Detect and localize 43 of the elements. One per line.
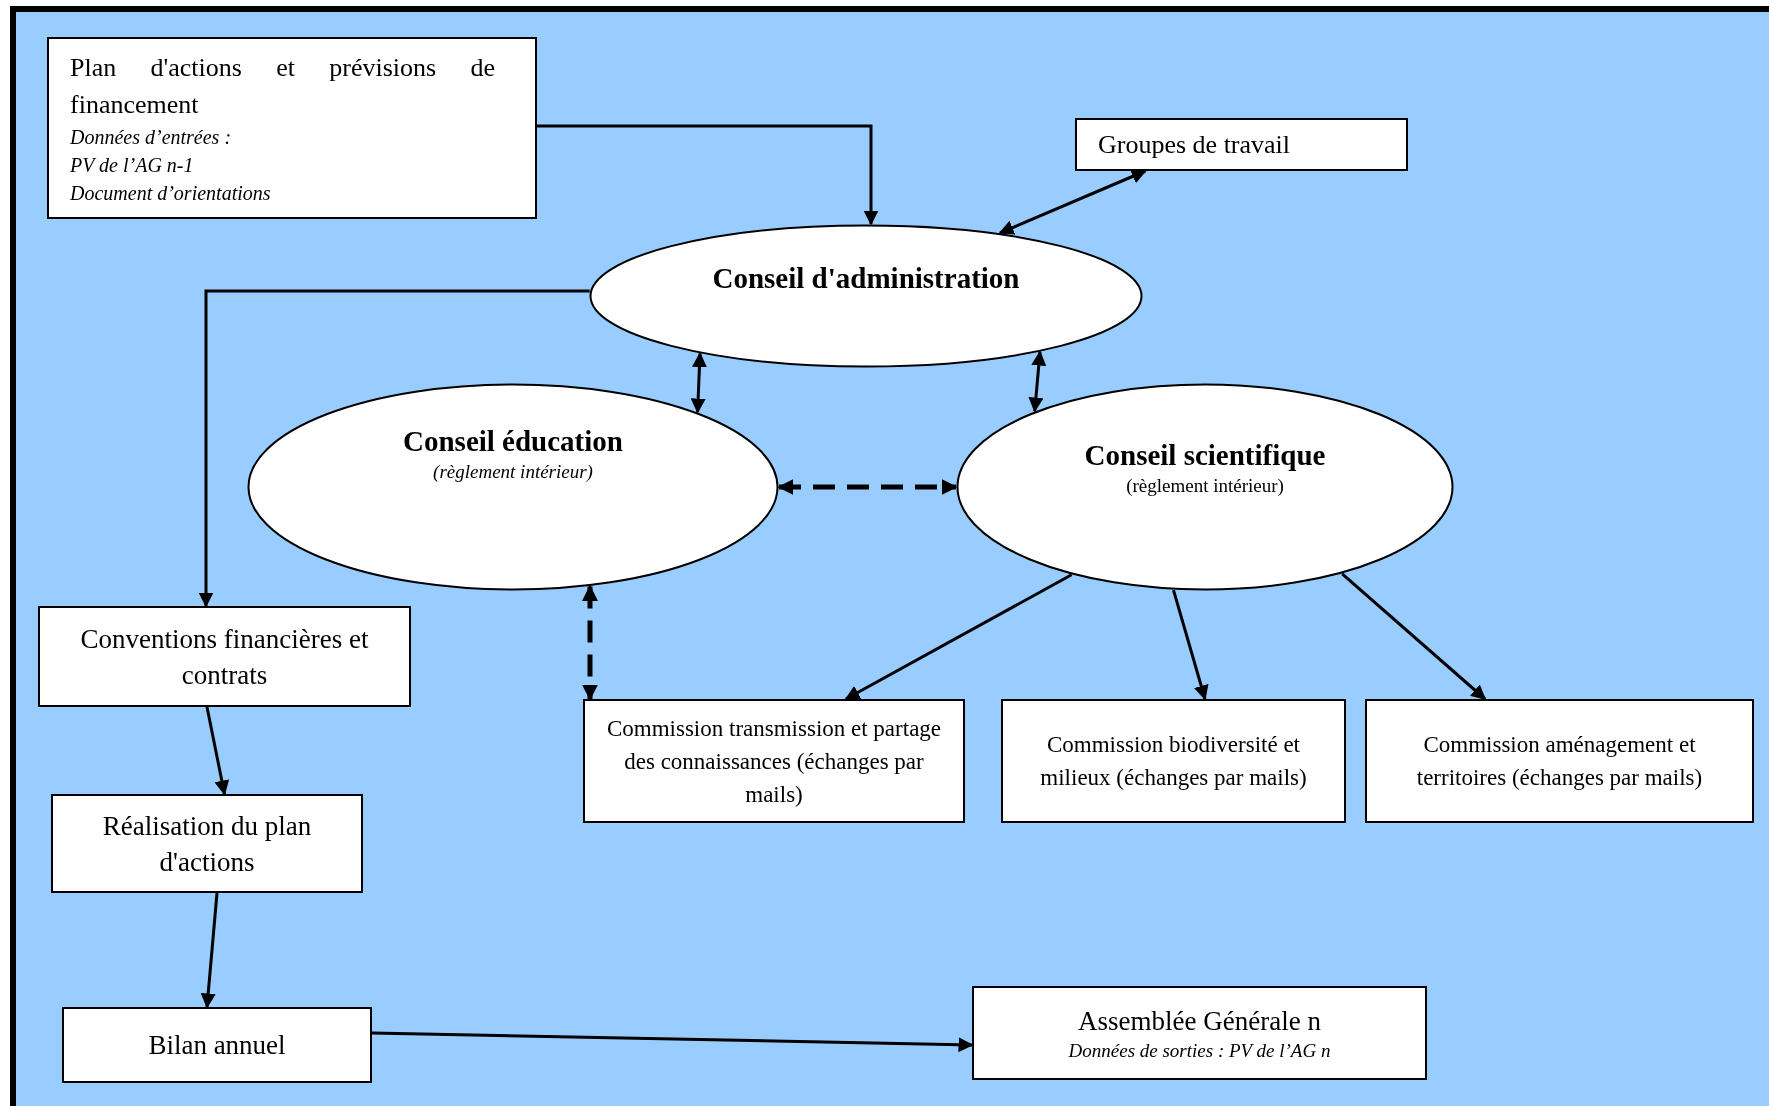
process-box bbox=[1075, 118, 1408, 171]
process-box bbox=[1001, 699, 1346, 823]
ellipse-node bbox=[956, 383, 1454, 591]
box-title: Assemblée Générale n bbox=[1078, 1005, 1321, 1038]
arrow bbox=[690, 352, 707, 414]
process-box bbox=[62, 1007, 372, 1083]
arrow bbox=[537, 124, 879, 226]
box-title: Commission aménagement et territoires (échanges par mails) bbox=[1415, 731, 1704, 792]
arrow bbox=[205, 706, 230, 796]
process-box bbox=[51, 794, 363, 893]
process-box bbox=[1365, 699, 1754, 823]
ellipse-subtitle: (règlement intérieur) bbox=[433, 460, 593, 484]
ellipse-node bbox=[247, 383, 779, 591]
box-title: Réalisation du plan d'actions bbox=[101, 809, 313, 879]
ellipse-title: Conseil scientifique bbox=[1084, 438, 1326, 473]
arrow bbox=[371, 1031, 974, 1053]
ellipse-node bbox=[589, 224, 1143, 368]
input-note: Données d’entrées : bbox=[70, 125, 232, 150]
arrow bbox=[1341, 572, 1487, 701]
arrow bbox=[200, 892, 219, 1009]
process-box bbox=[972, 986, 1427, 1080]
ellipse-title: Conseil d'administration bbox=[712, 261, 1020, 296]
box-title: Bilan annuel bbox=[148, 1029, 286, 1062]
ellipse-subtitle: (règlement intérieur) bbox=[1126, 474, 1284, 498]
input-note: PV de l’AG n-1 bbox=[70, 153, 194, 178]
arrow bbox=[198, 289, 590, 608]
output-note: Données de sorties : PV de l’AG n bbox=[1068, 1039, 1331, 1063]
process-box bbox=[583, 699, 965, 823]
arrow bbox=[844, 573, 1073, 701]
dashed-arrow bbox=[777, 479, 958, 495]
process-box bbox=[38, 606, 411, 707]
arrow bbox=[1172, 589, 1209, 701]
box-title: Commission biodiversité et milieux (échanges par mails) bbox=[1039, 731, 1308, 792]
box-title: Groupes de travail bbox=[1098, 129, 1291, 160]
input-note: Document d’orientations bbox=[70, 181, 271, 206]
arrow bbox=[1028, 350, 1047, 413]
box-title: Commission transmission et partage des connaissances (échanges par mails) bbox=[605, 714, 943, 809]
box-title: Conventions financières et contrats bbox=[79, 622, 370, 692]
box-title: Plan d'actions et prévisions de financement bbox=[70, 52, 495, 121]
arrow bbox=[998, 169, 1147, 235]
dashed-arrow bbox=[582, 584, 598, 701]
ellipse-title: Conseil éducation bbox=[403, 424, 623, 459]
process-box bbox=[47, 37, 537, 219]
